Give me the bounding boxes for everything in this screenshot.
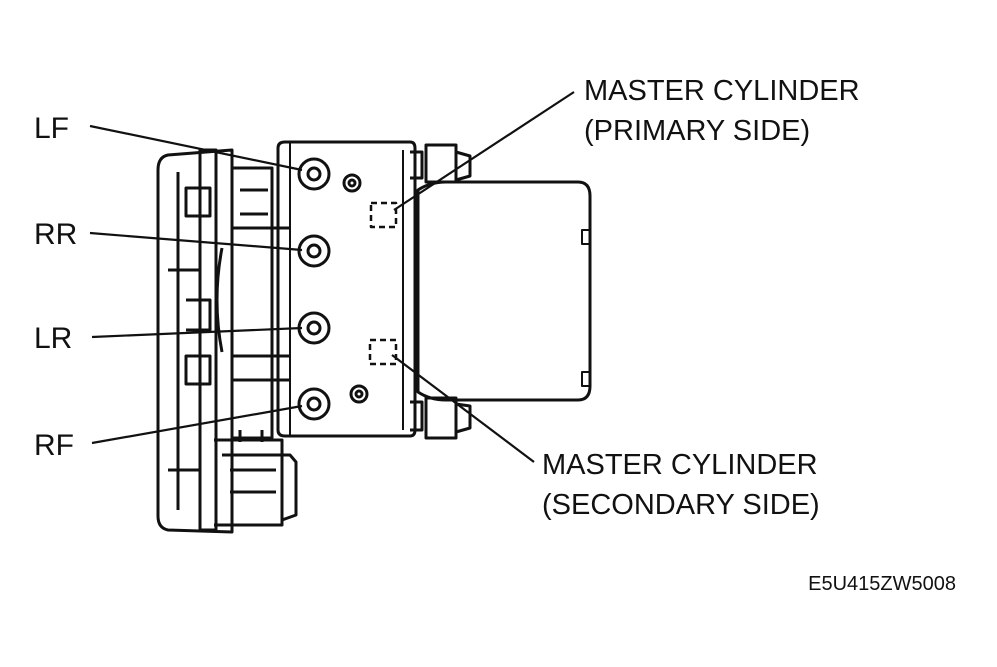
label-lf: LF [34,112,69,145]
primary-inlet-hidden [369,201,398,229]
leader-primary [393,91,575,211]
valve-block [276,140,417,438]
leader-rr [89,231,303,252]
port-lr [297,311,331,345]
callout-primary-line2: (PRIMARY SIDE) [584,115,810,147]
block-fasteners [342,173,369,404]
leader-lines [89,91,575,463]
hidden-inlet-ports [368,201,398,366]
figure-code: E5U415ZW5008 [808,573,956,595]
label-rr: RR [34,218,77,251]
leader-secondary [391,354,535,463]
port-rr [297,234,331,268]
mounting-bracket [156,148,234,534]
lower-connector [214,430,298,527]
pump-motor-housing [416,180,592,402]
leader-rf [91,404,303,445]
leader-lf [89,124,303,172]
leader-lr [91,326,303,339]
hydraulic-unit-drawing [156,140,592,534]
port-lf [297,157,331,191]
brake-line-ports [297,157,331,421]
callout-secondary-line2: (SECONDARY SIDE) [542,489,820,521]
callout-secondary-line1: MASTER CYLINDER [542,449,818,481]
secondary-inlet-hidden [368,338,398,366]
port-rf [297,387,331,421]
mounting-studs [410,143,472,440]
label-lr: LR [34,322,72,355]
label-rf: RF [34,429,74,462]
callout-primary-line1: MASTER CYLINDER [584,75,860,107]
